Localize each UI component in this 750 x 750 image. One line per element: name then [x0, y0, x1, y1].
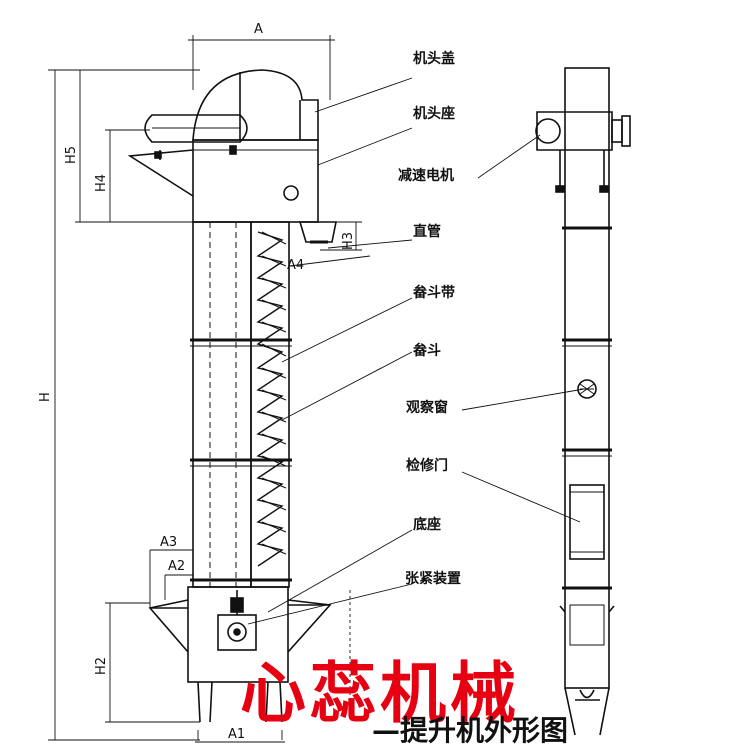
observation-window [577, 379, 597, 399]
left-trunk [192, 221, 252, 588]
label-head-cover: 机头盖 [413, 51, 455, 67]
dim-a4: A4 [287, 258, 305, 273]
bucket-chain [256, 231, 284, 567]
dim-h2: H2 [94, 656, 109, 675]
dim-h3: H3 [341, 231, 356, 250]
side-trunk [564, 227, 610, 589]
label-tension: 张紧装置 [405, 571, 461, 587]
side-motor [536, 111, 613, 151]
label-access-door: 检修门 [406, 458, 448, 474]
watermark-brand: 心蕊机械 [240, 655, 520, 732]
dim-h4: H4 [94, 173, 109, 192]
side-legs [564, 687, 610, 736]
front-motor [144, 114, 248, 143]
side-head [564, 67, 610, 229]
diagram-subtitle: —提升机外形图 [372, 714, 569, 747]
label-straight-pipe: 直管 [413, 224, 441, 240]
head-seat [192, 139, 319, 223]
dim-h5: H5 [64, 145, 79, 164]
dim-a2: A2 [168, 559, 186, 574]
boot [187, 586, 289, 683]
dim-a: A [254, 22, 263, 37]
label-motor: 减速电机 [398, 168, 454, 184]
label-head-seat: 机头座 [413, 106, 455, 122]
head-cover [192, 69, 319, 141]
dim-h: H [38, 392, 53, 402]
dim-a1: A1 [228, 727, 246, 742]
label-window: 观察窗 [406, 400, 448, 416]
discharge-chute [127, 149, 194, 197]
label-base: 底座 [413, 517, 441, 533]
label-bucket-belt: 畚斗带 [413, 285, 455, 301]
dim-a3: A3 [160, 535, 178, 550]
access-door [569, 484, 605, 560]
label-bucket: 畚斗 [413, 343, 441, 359]
